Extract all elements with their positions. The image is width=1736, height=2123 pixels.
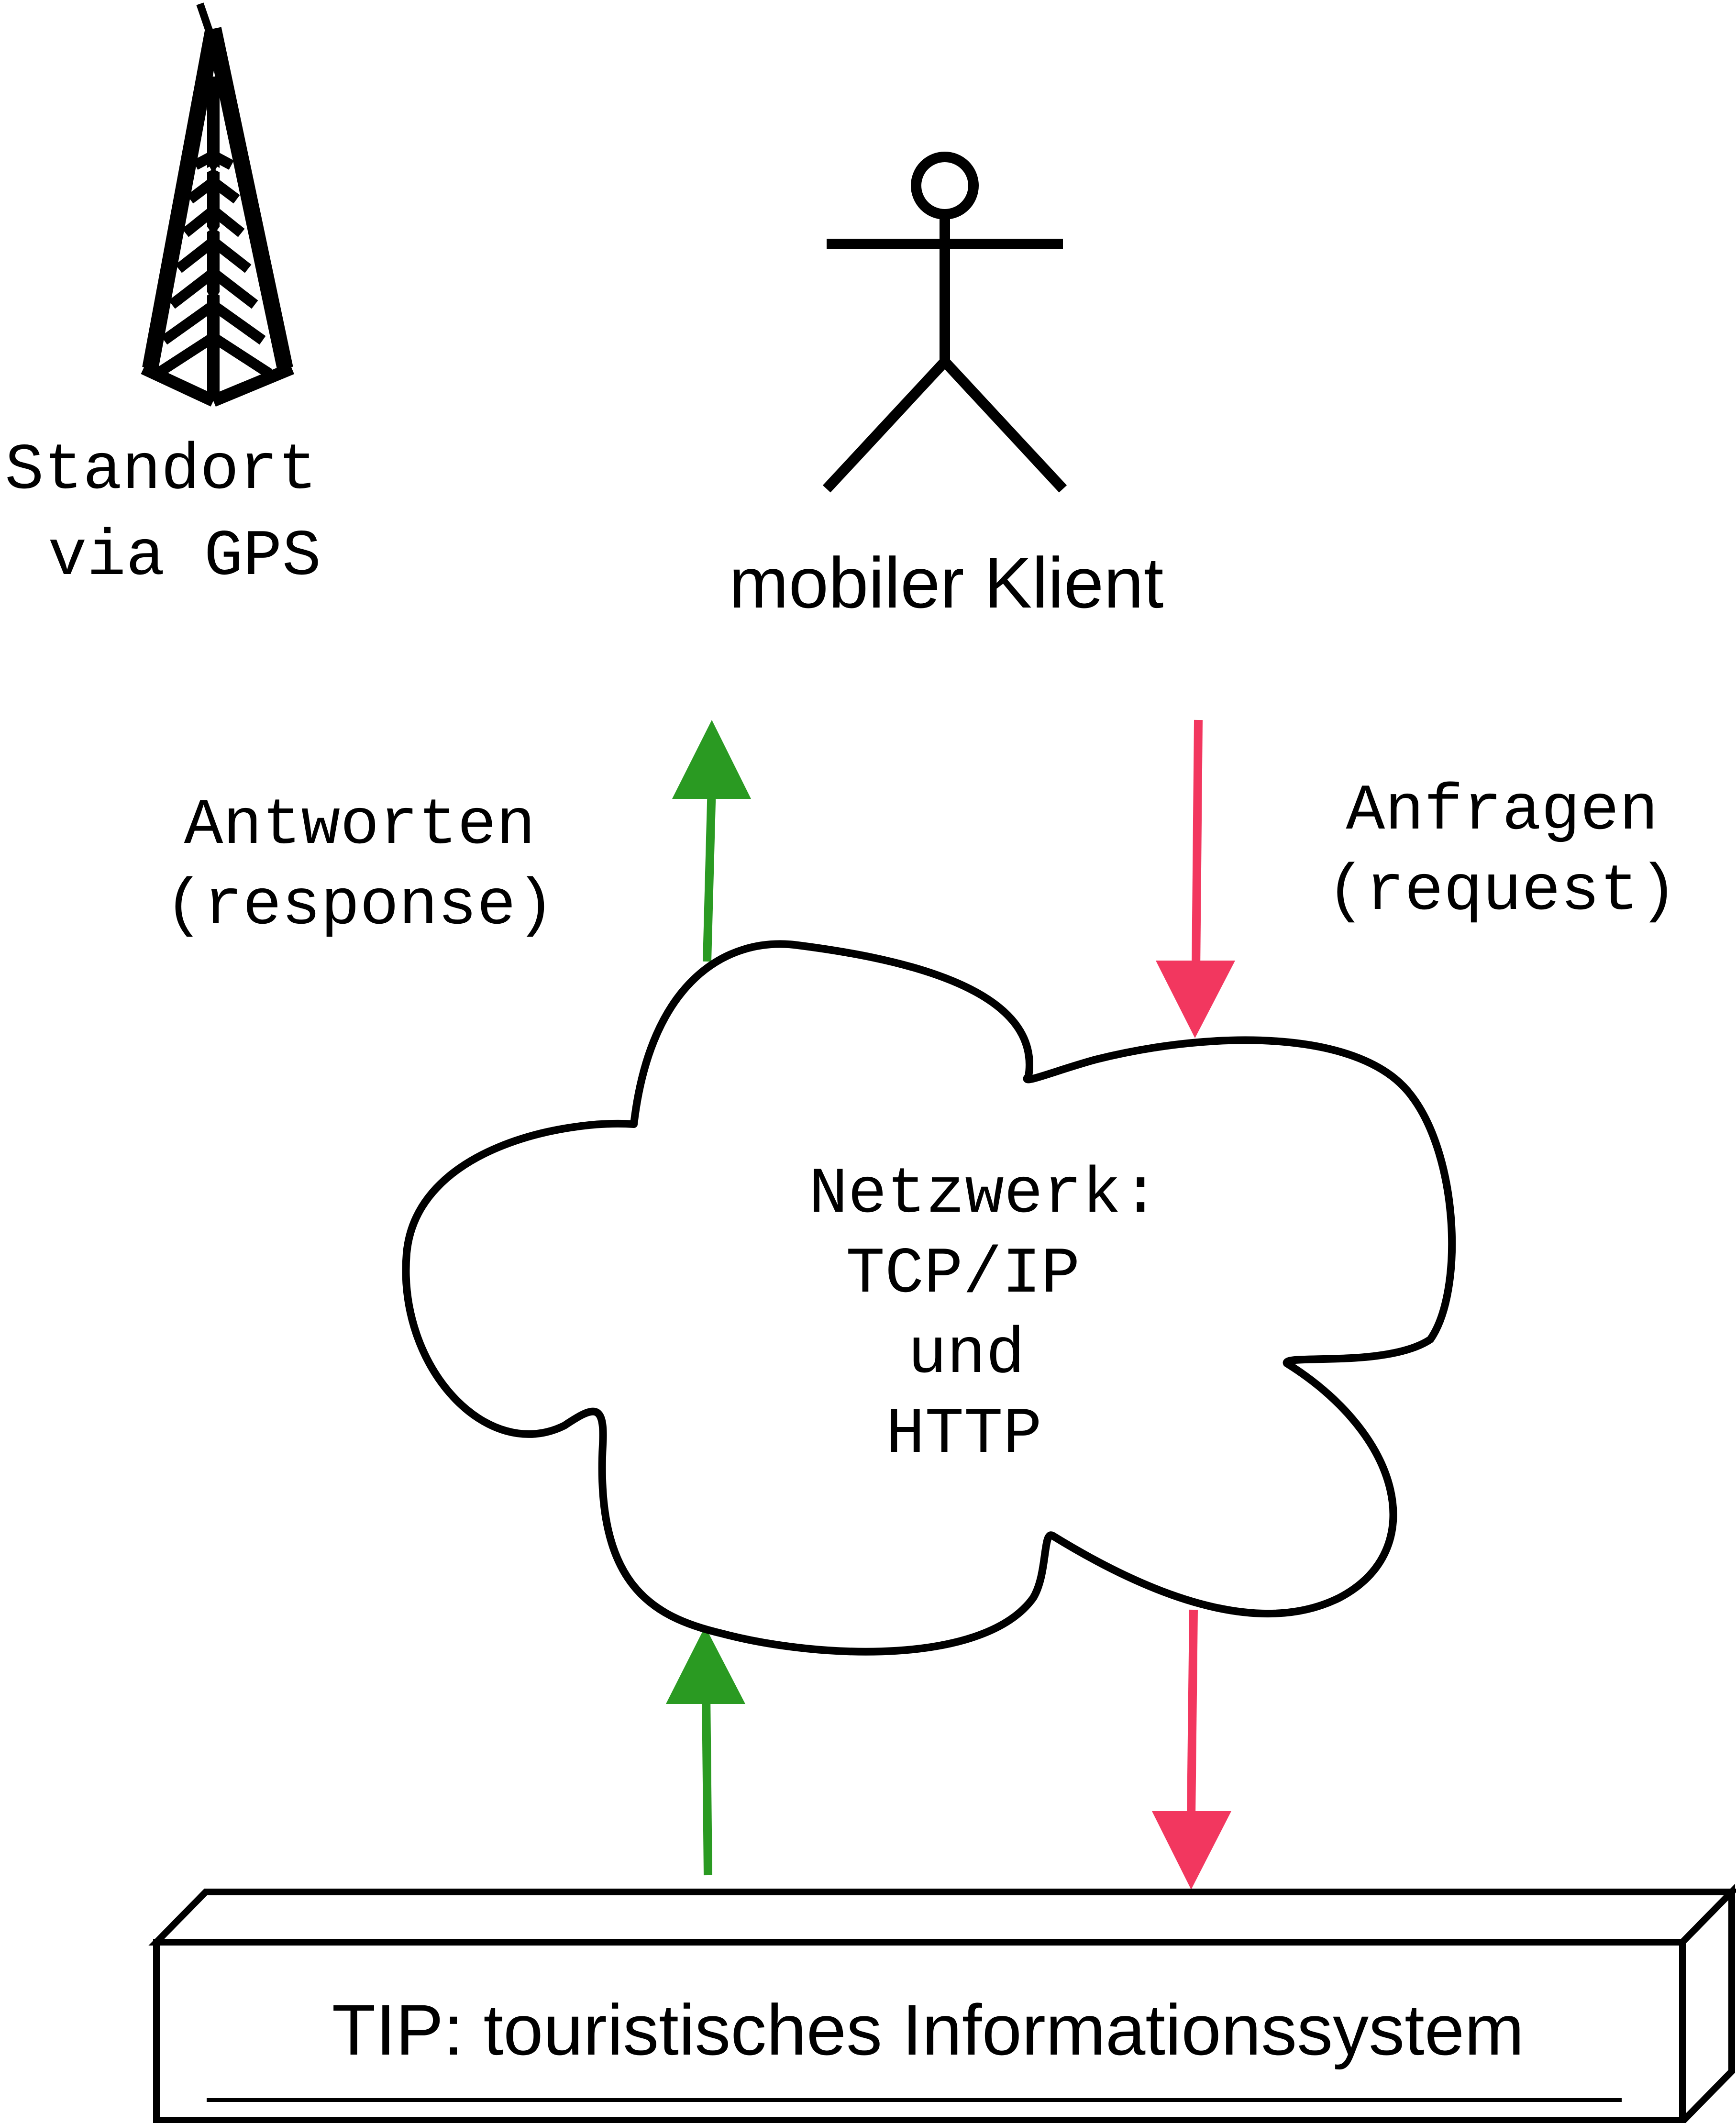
response-arrow-top xyxy=(672,720,751,962)
actor-stick-figure-icon xyxy=(822,152,1067,493)
responses-label-line1: Antworten xyxy=(184,789,536,862)
requests-label-line1: Anfragen xyxy=(1346,774,1659,848)
network-label-line2: TCP/IP xyxy=(846,1238,1080,1311)
tower-label-line2: via GPS xyxy=(48,520,321,594)
server-box-icon xyxy=(148,1883,1736,2123)
network-label-line3: und xyxy=(908,1318,1025,1392)
system-label: TIP: touristisches Informationssystem xyxy=(332,1990,1524,2070)
radio-tower-icon xyxy=(141,2,294,407)
client-label: mobiler Klient xyxy=(729,542,1164,623)
network-label-line4: HTTP xyxy=(886,1398,1042,1471)
request-arrow-bottom xyxy=(1152,1609,1231,1890)
network-label-line1: Netzwerk: xyxy=(809,1158,1161,1231)
response-arrow-bottom xyxy=(666,1626,745,1876)
cloud-icon xyxy=(402,940,1456,1656)
responses-label-line2: (response) xyxy=(165,869,555,943)
requests-label-line2: (request) xyxy=(1327,855,1678,929)
request-arrow-top xyxy=(1156,719,1235,1038)
tower-label-line1: Standort xyxy=(5,434,317,508)
